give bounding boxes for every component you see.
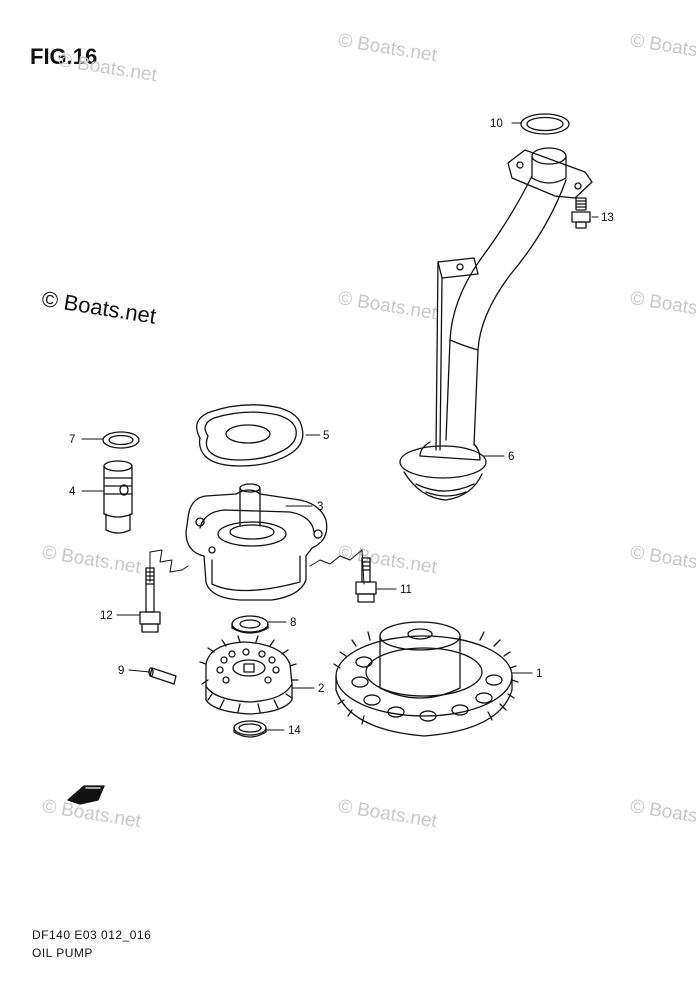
callout-labels: 10 13 5 6 7 4 3 11 12 8 9 2 1 14 (69, 118, 614, 737)
callout-2: 2 (318, 683, 324, 695)
callout-13: 13 (601, 212, 614, 224)
part-12-bolt[interactable] (139, 567, 161, 633)
part-3-pump-body[interactable] (185, 483, 328, 601)
section-break-lines (149, 549, 365, 585)
callout-8: 8 (290, 617, 296, 629)
part-2-inner-gear[interactable] (199, 635, 299, 715)
part-6-oil-strainer[interactable] (399, 147, 593, 501)
callout-14: 14 (288, 725, 301, 737)
callout-7: 7 (69, 434, 75, 446)
model-code: DF140 E03 012_016 (32, 928, 152, 942)
part-13-bolt[interactable] (571, 197, 591, 229)
part-1-drive-gear[interactable] (333, 621, 519, 737)
part-5-gasket[interactable] (196, 404, 304, 467)
callout-1: 1 (536, 668, 542, 680)
part-9-pin[interactable] (148, 667, 177, 685)
section-name: OIL PUMP (32, 946, 93, 960)
fwd-arrow-icon (67, 785, 105, 805)
callout-3: 3 (317, 501, 323, 513)
callout-10: 10 (490, 118, 503, 130)
part-10-o-ring[interactable] (520, 113, 570, 135)
leader-lines (81, 122, 599, 731)
part-8-washer[interactable] (231, 615, 269, 634)
part-4-fitting[interactable] (103, 460, 133, 534)
callout-11: 11 (400, 584, 412, 596)
callout-4: 4 (69, 486, 76, 498)
part-11-bolt[interactable] (355, 557, 377, 603)
figure-title: FIG.16 (30, 44, 98, 69)
callout-6: 6 (508, 451, 514, 463)
callout-12: 12 (100, 610, 113, 622)
callout-9: 9 (118, 665, 124, 677)
callout-5: 5 (323, 430, 329, 442)
part-14-ring[interactable] (233, 720, 267, 738)
part-7-o-ring[interactable] (102, 431, 140, 449)
